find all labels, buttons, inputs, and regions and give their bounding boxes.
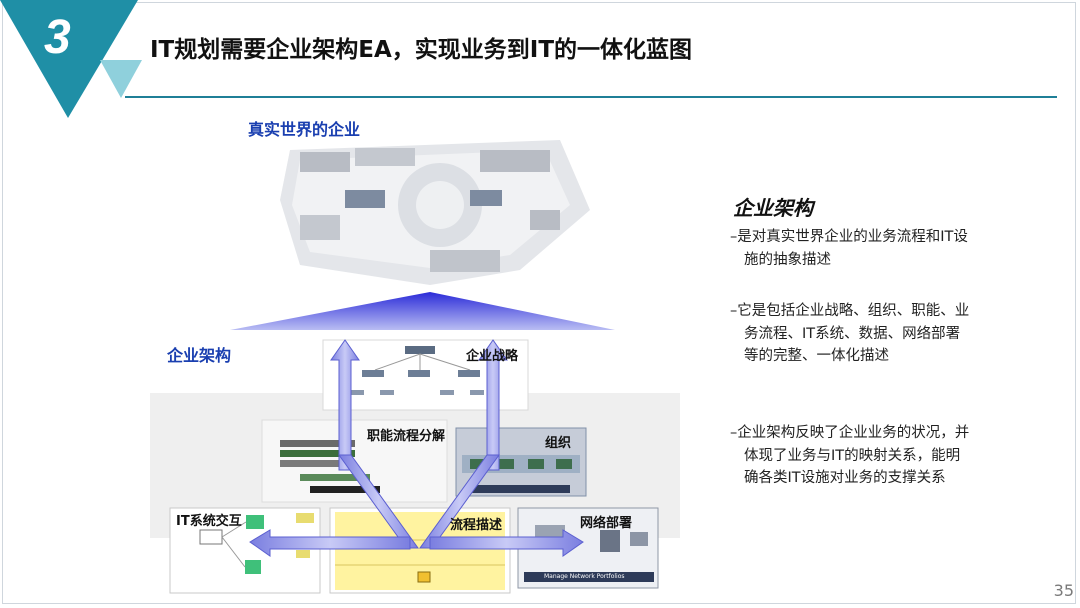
- definition-point-2: –它是包括企业战略、组织、职能、业务流程、IT系统、数据、网络部署等的完整、一体…: [730, 303, 970, 364]
- office-illustration: [280, 140, 590, 285]
- org-label: 组织: [545, 436, 572, 451]
- it-systems-label: IT系统交互: [176, 514, 242, 529]
- it-systems-panel: [169, 507, 321, 594]
- network-label: 网络部署: [580, 516, 633, 531]
- abstraction-arrow: [230, 292, 615, 330]
- enterprise-architecture-diagram: [150, 140, 680, 594]
- definition-point-3: –企业架构反映了企业业务的状况，并体现了业务与IT的映射关系，能明确各类IT设施…: [730, 425, 970, 486]
- page-number: 35: [1053, 581, 1074, 600]
- definition-point-1: –是对真实世界企业的业务流程和IT设施的抽象描述: [730, 229, 968, 268]
- process-label: 流程描述: [450, 518, 503, 533]
- slide-number-badge: [0, 0, 142, 118]
- strategy-label: 企业战略: [466, 349, 519, 364]
- slide-number: 3: [44, 11, 71, 64]
- function-label: 职能流程分解: [367, 429, 446, 444]
- title-divider: [125, 96, 1057, 98]
- process-panel: [329, 507, 511, 594]
- slide-title: IT规划需要企业架构EA，实现业务到IT的一体化蓝图: [150, 37, 693, 63]
- definition-heading: 企业架构: [733, 196, 813, 220]
- real-world-label: 真实世界的企业: [248, 120, 361, 139]
- ea-label: 企业架构: [167, 346, 232, 365]
- network-caption: Manage Network Portfolios: [544, 573, 625, 580]
- mapping-arrows: [249, 339, 584, 557]
